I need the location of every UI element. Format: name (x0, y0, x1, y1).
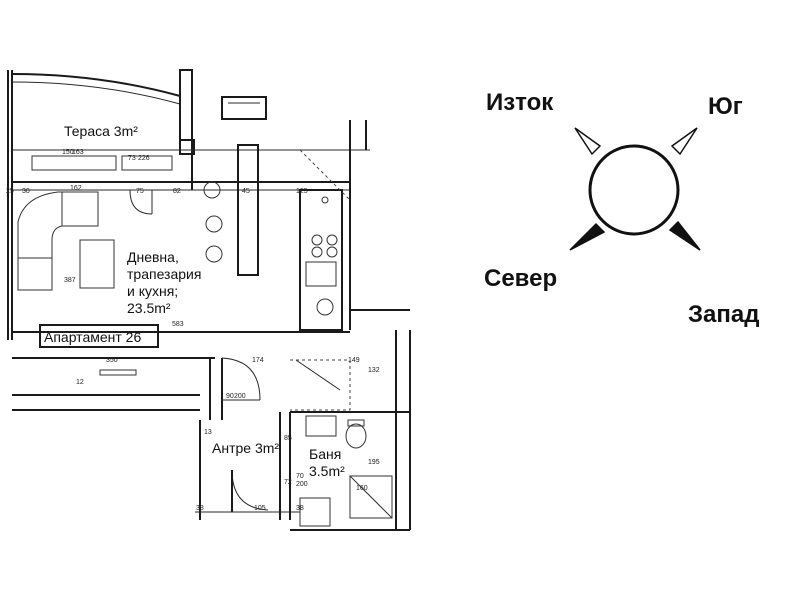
entry-label: Антре 3m² (212, 440, 279, 456)
dim-226: 226 (138, 155, 150, 162)
dim-13: 13 (204, 429, 212, 436)
dim-70: 70 (296, 473, 304, 480)
dim-90: 90 (226, 393, 234, 400)
compass-arrow-ne (670, 127, 698, 156)
dim-387: 387 (64, 277, 76, 284)
dim-200b: 200 (296, 481, 308, 488)
compass-rose (569, 127, 701, 251)
dim-105: 105 (254, 505, 266, 512)
dim-30: 30 (22, 188, 30, 195)
dim-82: 82 (173, 188, 181, 195)
apartment-label-box (39, 324, 159, 348)
dim-132: 132 (368, 367, 380, 374)
dim-125: 125 (296, 188, 308, 195)
living-label-line1: Дневна, (127, 249, 179, 265)
bathroom-label-line2: 3.5m² (309, 463, 345, 479)
compass-south-label: Юг (708, 93, 743, 120)
entry-area (12, 357, 300, 520)
dim-174: 174 (252, 357, 264, 364)
dimension-labels: 150 163 73 226 25 30 162 75 82 45 125 38… (6, 149, 380, 512)
bathroom (290, 330, 411, 531)
dim-12: 12 (76, 379, 84, 386)
apartment-label: Апартамент 26 (44, 329, 141, 345)
dim-38b: 38 (296, 505, 304, 512)
compass-arrow-nw (574, 127, 602, 156)
dim-163: 163 (72, 149, 84, 156)
dim-73: 73 (128, 155, 136, 162)
dim-160: 160 (356, 485, 368, 492)
dim-72: 72 (284, 479, 292, 486)
living-label-line2: трапезария (127, 266, 201, 282)
dim-75: 75 (136, 188, 144, 195)
living-label-line4: 23.5m² (127, 300, 171, 316)
dim-149: 149 (348, 357, 360, 364)
dim-38: 38 (196, 505, 204, 512)
dim-25: 25 (6, 188, 14, 195)
dim-45: 45 (242, 188, 250, 195)
compass-circle (588, 144, 680, 236)
vent-block (221, 96, 267, 120)
terrace-label: Тераса 3m² (64, 123, 138, 139)
dim-162: 162 (70, 185, 82, 192)
compass-east-label: Изток (486, 89, 554, 116)
compass-west-label: Запад (688, 301, 759, 328)
bathroom-label-line1: Баня (309, 446, 341, 462)
compass-north-label: Север (484, 265, 557, 292)
dim-195: 195 (368, 459, 380, 466)
compass-arrow-se (668, 220, 701, 251)
compass-arrow-sw (569, 222, 606, 251)
living-room (12, 120, 410, 333)
terrace-area (7, 69, 370, 340)
dim-200: 200 (234, 393, 246, 400)
dim-150: 150 (62, 149, 74, 156)
dim-85: 85 (284, 435, 292, 442)
dim-350: 350 (106, 357, 118, 364)
living-label-line3: и кухня; (127, 283, 178, 299)
dim-583: 583 (172, 321, 184, 328)
